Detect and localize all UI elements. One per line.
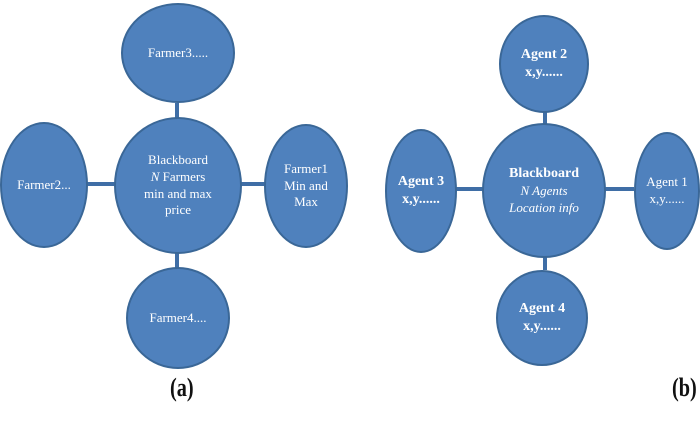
agent4-coords: x,y...... xyxy=(523,319,561,334)
agent1-node: Agent 1 x,y...... xyxy=(634,132,700,250)
caption-b: (b) xyxy=(672,373,697,402)
blackboard-a-price: min and max price xyxy=(144,185,212,218)
agent2-label: Agent 2 xyxy=(520,46,568,62)
farmer1-minmax: Min and Max xyxy=(284,177,328,210)
agent1-label: Agent 1 xyxy=(646,174,688,190)
blackboard-b-location: Location info xyxy=(509,199,579,215)
agent1-coords: x,y...... xyxy=(649,191,685,206)
agent4-node: Agent 4 x,y...... xyxy=(496,270,588,366)
blackboard-a-count: N Farmers xyxy=(151,169,206,186)
agent3-label: Agent 3 xyxy=(397,173,445,189)
blackboard-node-a: Blackboard N Farmers min and max price xyxy=(114,117,242,254)
agent2-node: Agent 2 x,y...... xyxy=(499,15,589,113)
blackboard-b-title: Blackboard xyxy=(508,165,579,181)
agent3-coords: x,y...... xyxy=(402,192,440,207)
agent3-node: Agent 3 x,y...... xyxy=(385,129,457,253)
blackboard-a-n: N xyxy=(150,168,160,184)
agent2-coords: x,y...... xyxy=(525,65,563,80)
blackboard-node-b: Blackboard N Agents Location info xyxy=(482,123,606,258)
farmer1-label: Farmer1 xyxy=(283,160,329,176)
farmer3-label: Farmer3..... xyxy=(147,44,209,60)
farmer2-node: Farmer2... xyxy=(0,122,88,248)
caption-a: (a) xyxy=(170,373,194,402)
farmer4-label: Farmer4.... xyxy=(149,309,207,325)
farmer1-node: Farmer1 Min and Max xyxy=(264,124,348,248)
farmer3-node: Farmer3..... xyxy=(121,3,235,103)
blackboard-a-title: Blackboard xyxy=(148,151,208,167)
agent4-label: Agent 4 xyxy=(518,300,566,316)
blackboard-b-agents: N Agents xyxy=(520,182,568,198)
blackboard-a-farmers: Farmers xyxy=(159,168,206,184)
farmer4-node: Farmer4.... xyxy=(126,267,230,369)
farmer2-label: Farmer2... xyxy=(17,176,71,192)
